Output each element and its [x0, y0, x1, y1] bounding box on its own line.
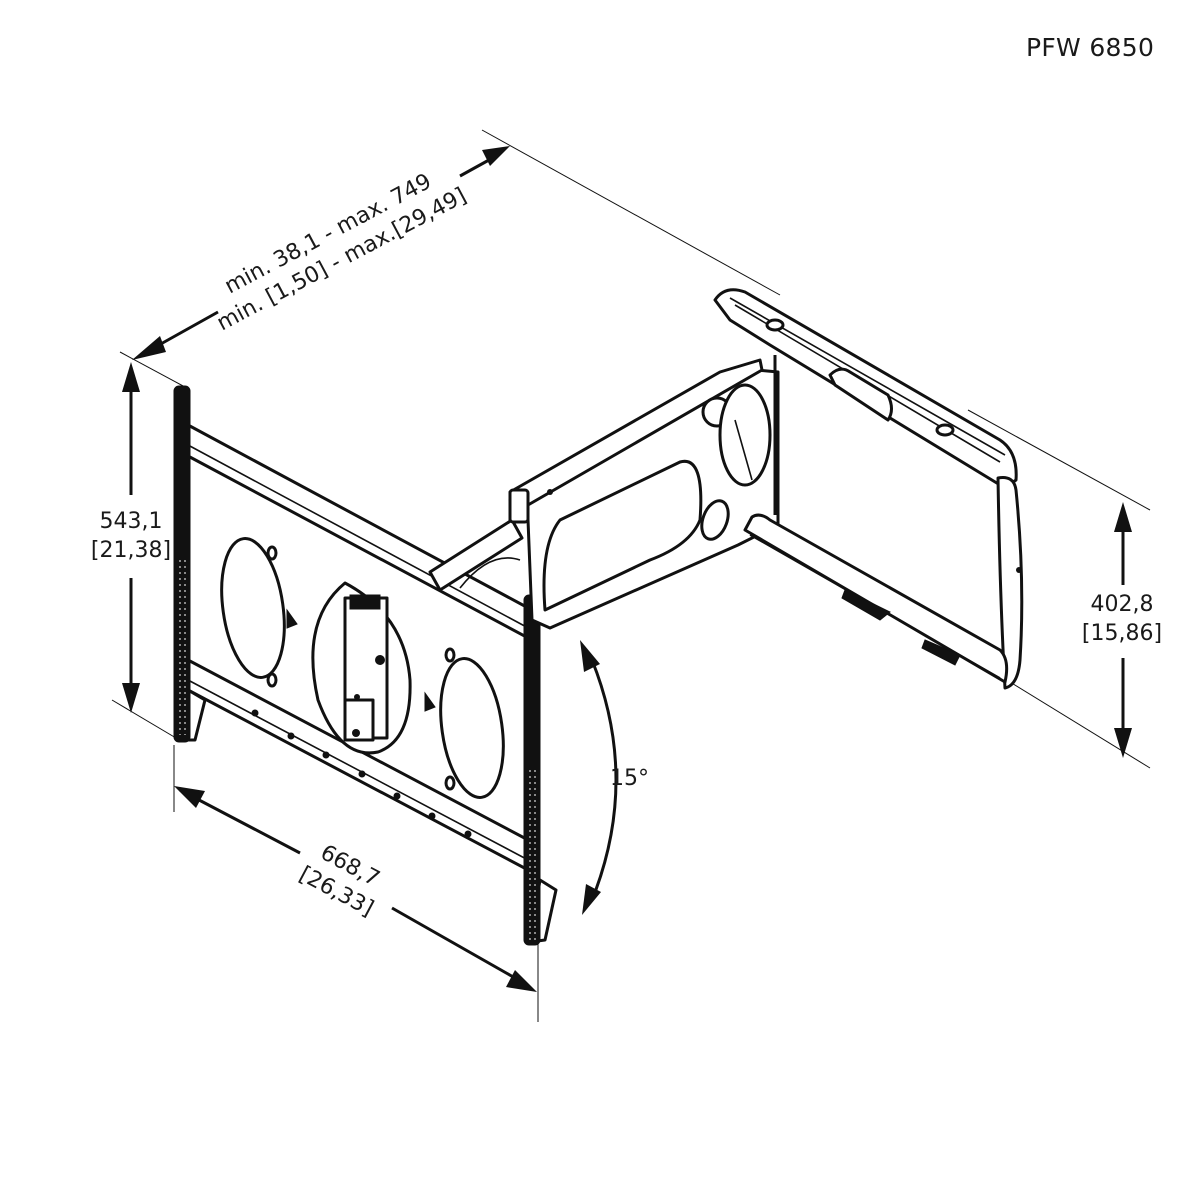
wall-plate-height-label: 543,1 [21,38]	[84, 507, 178, 565]
arrow-head-icon	[174, 786, 205, 808]
wall-plate-height-dimension	[111, 362, 177, 739]
arrow-head-icon	[482, 146, 510, 166]
tilt-arc-dimension	[580, 640, 618, 915]
wall-plate-height-imperial: [21,38]	[90, 538, 172, 563]
arrow-head-icon	[582, 884, 601, 915]
arrow-head-icon	[580, 640, 600, 672]
tv-bracket-height-metric: 402,8	[1090, 592, 1154, 617]
arrow-head-icon	[506, 970, 537, 992]
arrow-head-icon	[132, 336, 166, 360]
model-number: PFW 6850	[1026, 33, 1155, 62]
arrow-head-icon	[1114, 728, 1132, 758]
arrow-head-icon	[122, 683, 140, 713]
width-dimension	[173, 745, 539, 1022]
tv-bracket-height-dimension	[967, 409, 1151, 769]
articulating-arms	[428, 358, 780, 630]
tv-bracket	[713, 288, 1024, 690]
tv-bracket-height-label: 402,8 [15,86]	[1074, 590, 1170, 648]
wall-plate-height-metric: 543,1	[99, 509, 163, 534]
tv-bracket-height-imperial: [15,86]	[1081, 621, 1163, 646]
tilt-angle-label: 15°	[610, 766, 649, 791]
arrow-head-icon	[1114, 502, 1132, 532]
extension-dimension	[119, 129, 781, 388]
wall-plate	[173, 385, 558, 946]
arrow-head-icon	[122, 362, 140, 392]
